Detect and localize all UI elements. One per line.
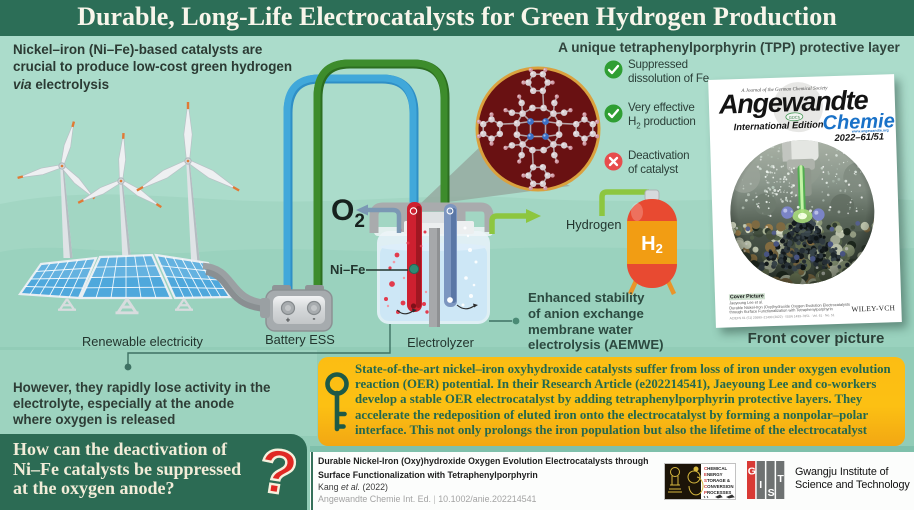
svg-text:GDCh: GDCh (789, 115, 800, 120)
svg-text:I: I (759, 479, 762, 491)
svg-text:T: T (777, 473, 784, 485)
svg-text:STORAGE &: STORAGE & (704, 478, 731, 483)
svg-text:ENERGY: ENERGY (704, 472, 723, 477)
svg-text:-: - (313, 314, 316, 324)
svg-text:PROCESSES: PROCESSES (704, 490, 731, 495)
svg-text:CONVERSION: CONVERSION (704, 484, 734, 489)
svg-text:+: + (286, 316, 291, 325)
svg-text:G: G (748, 466, 756, 478)
svg-text:S: S (768, 487, 775, 499)
svg-text:CHEMICAL: CHEMICAL (704, 466, 727, 471)
